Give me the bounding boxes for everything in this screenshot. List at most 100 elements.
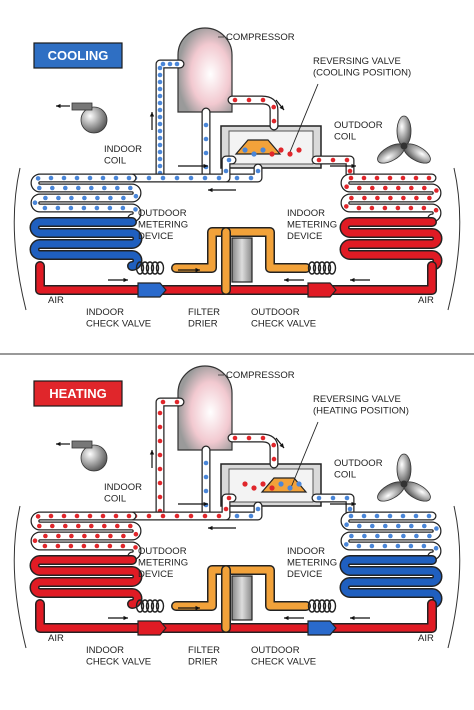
flow-arrow-head (149, 112, 155, 117)
refrigerant-dot (253, 435, 259, 441)
refrigerant-dot (216, 175, 222, 181)
refrigerant-dot (383, 523, 388, 529)
refrigerant-dot (75, 205, 80, 211)
refrigerant-dot (389, 543, 394, 549)
flow-arrow-head (195, 267, 200, 273)
refrigerant-dot (157, 410, 163, 416)
outdoor-check-label: OUTDOOR (251, 307, 300, 318)
refrigerant-dot (361, 513, 367, 519)
refrigerant-dot (427, 195, 432, 201)
refrigerant-dot (255, 168, 261, 174)
refrigerant-dot (120, 205, 126, 211)
refrigerant-dot (347, 168, 353, 174)
reversing-valve-label: (COOLING POSITION) (313, 68, 411, 79)
refrigerant-dot (75, 195, 81, 201)
refrigerant-dot (126, 175, 132, 181)
refrigerant-dot (127, 543, 132, 549)
indoor-metering-device (312, 599, 322, 613)
air-curve-left (13, 167, 27, 311)
refrigerant-dot (355, 195, 361, 201)
refrigerant-dot (157, 135, 163, 141)
refrigerant-dot (114, 195, 120, 201)
refrigerant-dot (36, 533, 42, 539)
refrigerant-dot (108, 533, 113, 539)
refrigerant-dot (56, 185, 62, 191)
refrigerant-dot (376, 543, 381, 549)
refrigerant-dot (74, 513, 80, 519)
refrigerant-dot (248, 513, 254, 519)
refrigerant-dot (381, 175, 386, 181)
refrigerant-dot (355, 533, 361, 539)
refrigerant-dot (133, 525, 139, 531)
refrigerant-dot (101, 533, 107, 539)
refrigerant-dot (120, 513, 125, 519)
refrigerant-dot (426, 513, 432, 519)
flow-arrow-head (195, 605, 200, 611)
refrigerant-dot (102, 523, 107, 529)
refrigerant-dot (101, 195, 107, 201)
refrigerant-dot (42, 205, 48, 211)
outdoor-coil-bottom (341, 218, 441, 270)
flow-arrow-head (350, 615, 355, 621)
refrigerant-dot (239, 435, 245, 441)
refrigerant-dot (402, 185, 408, 191)
refrigerant-dot (62, 533, 68, 539)
indoor-coil-label: INDOOR (104, 482, 142, 493)
refrigerant-dot (42, 513, 47, 519)
refrigerant-dot (337, 157, 343, 163)
indoor-metering-device (322, 261, 332, 275)
outdoor-metering-label: DEVICE (138, 569, 173, 580)
refrigerant-dot (121, 533, 126, 539)
refrigerant-dot (234, 175, 240, 181)
refrigerant-dot (226, 157, 232, 163)
refrigerant-dot (246, 97, 252, 103)
refrigerant-dot (50, 523, 55, 529)
refrigerant-dot (271, 111, 277, 117)
flow-arrow-head (279, 443, 284, 448)
refrigerant-dot (203, 150, 209, 156)
refrigerant-dot (195, 513, 201, 519)
refrigerant-dot (422, 185, 427, 191)
indoor-coil-label: COIL (104, 156, 126, 167)
refrigerant-dot (157, 79, 163, 85)
refrigerant-dot (420, 175, 425, 181)
indoor-check-label: INDOOR (86, 307, 124, 318)
filter-drier-label: FILTER (188, 307, 220, 318)
refrigerant-dot (127, 205, 132, 211)
blower-arrow-head (56, 103, 61, 109)
refrigerant-dot (157, 149, 163, 155)
outdoor-metering-device (140, 261, 150, 275)
refrigerant-dot (157, 438, 163, 444)
refrigerant-dot (157, 403, 163, 409)
refrigerant-dot (316, 157, 322, 163)
outdoor-metering-device (155, 599, 165, 613)
refrigerant-dot (350, 205, 355, 211)
compressor-body (177, 27, 233, 113)
refrigerant-dot (203, 488, 209, 494)
refrigerant-dot (157, 107, 163, 113)
refrigerant-dot (394, 513, 399, 519)
refrigerant-dot (81, 543, 87, 549)
outdoor-metering-device (150, 599, 160, 613)
refrigerant-dot (344, 157, 350, 163)
refrigerant-dot (107, 205, 113, 211)
refrigerant-dot (157, 100, 163, 106)
refrigerant-dot (232, 97, 238, 103)
refrigerant-dot (157, 72, 163, 78)
indoor-metering-label: INDOOR (287, 208, 325, 219)
refrigerant-dot (402, 205, 407, 211)
refrigerant-dot (107, 175, 112, 181)
filter-drier-label: DRIER (188, 319, 218, 330)
refrigerant-dot (174, 399, 180, 405)
valve-dot (260, 481, 266, 487)
refrigerant-dot (114, 543, 119, 549)
refrigerant-dot (368, 513, 373, 519)
refrigerant-dot (350, 185, 356, 191)
refrigerant-dot (349, 195, 354, 201)
refrigerant-dot (102, 185, 107, 191)
refrigerant-dot (226, 495, 232, 501)
refrigerant-dot (415, 543, 420, 549)
refrigerant-dot (396, 185, 401, 191)
refrigerant-dot (362, 533, 367, 539)
outdoor-metering-device (150, 261, 160, 275)
